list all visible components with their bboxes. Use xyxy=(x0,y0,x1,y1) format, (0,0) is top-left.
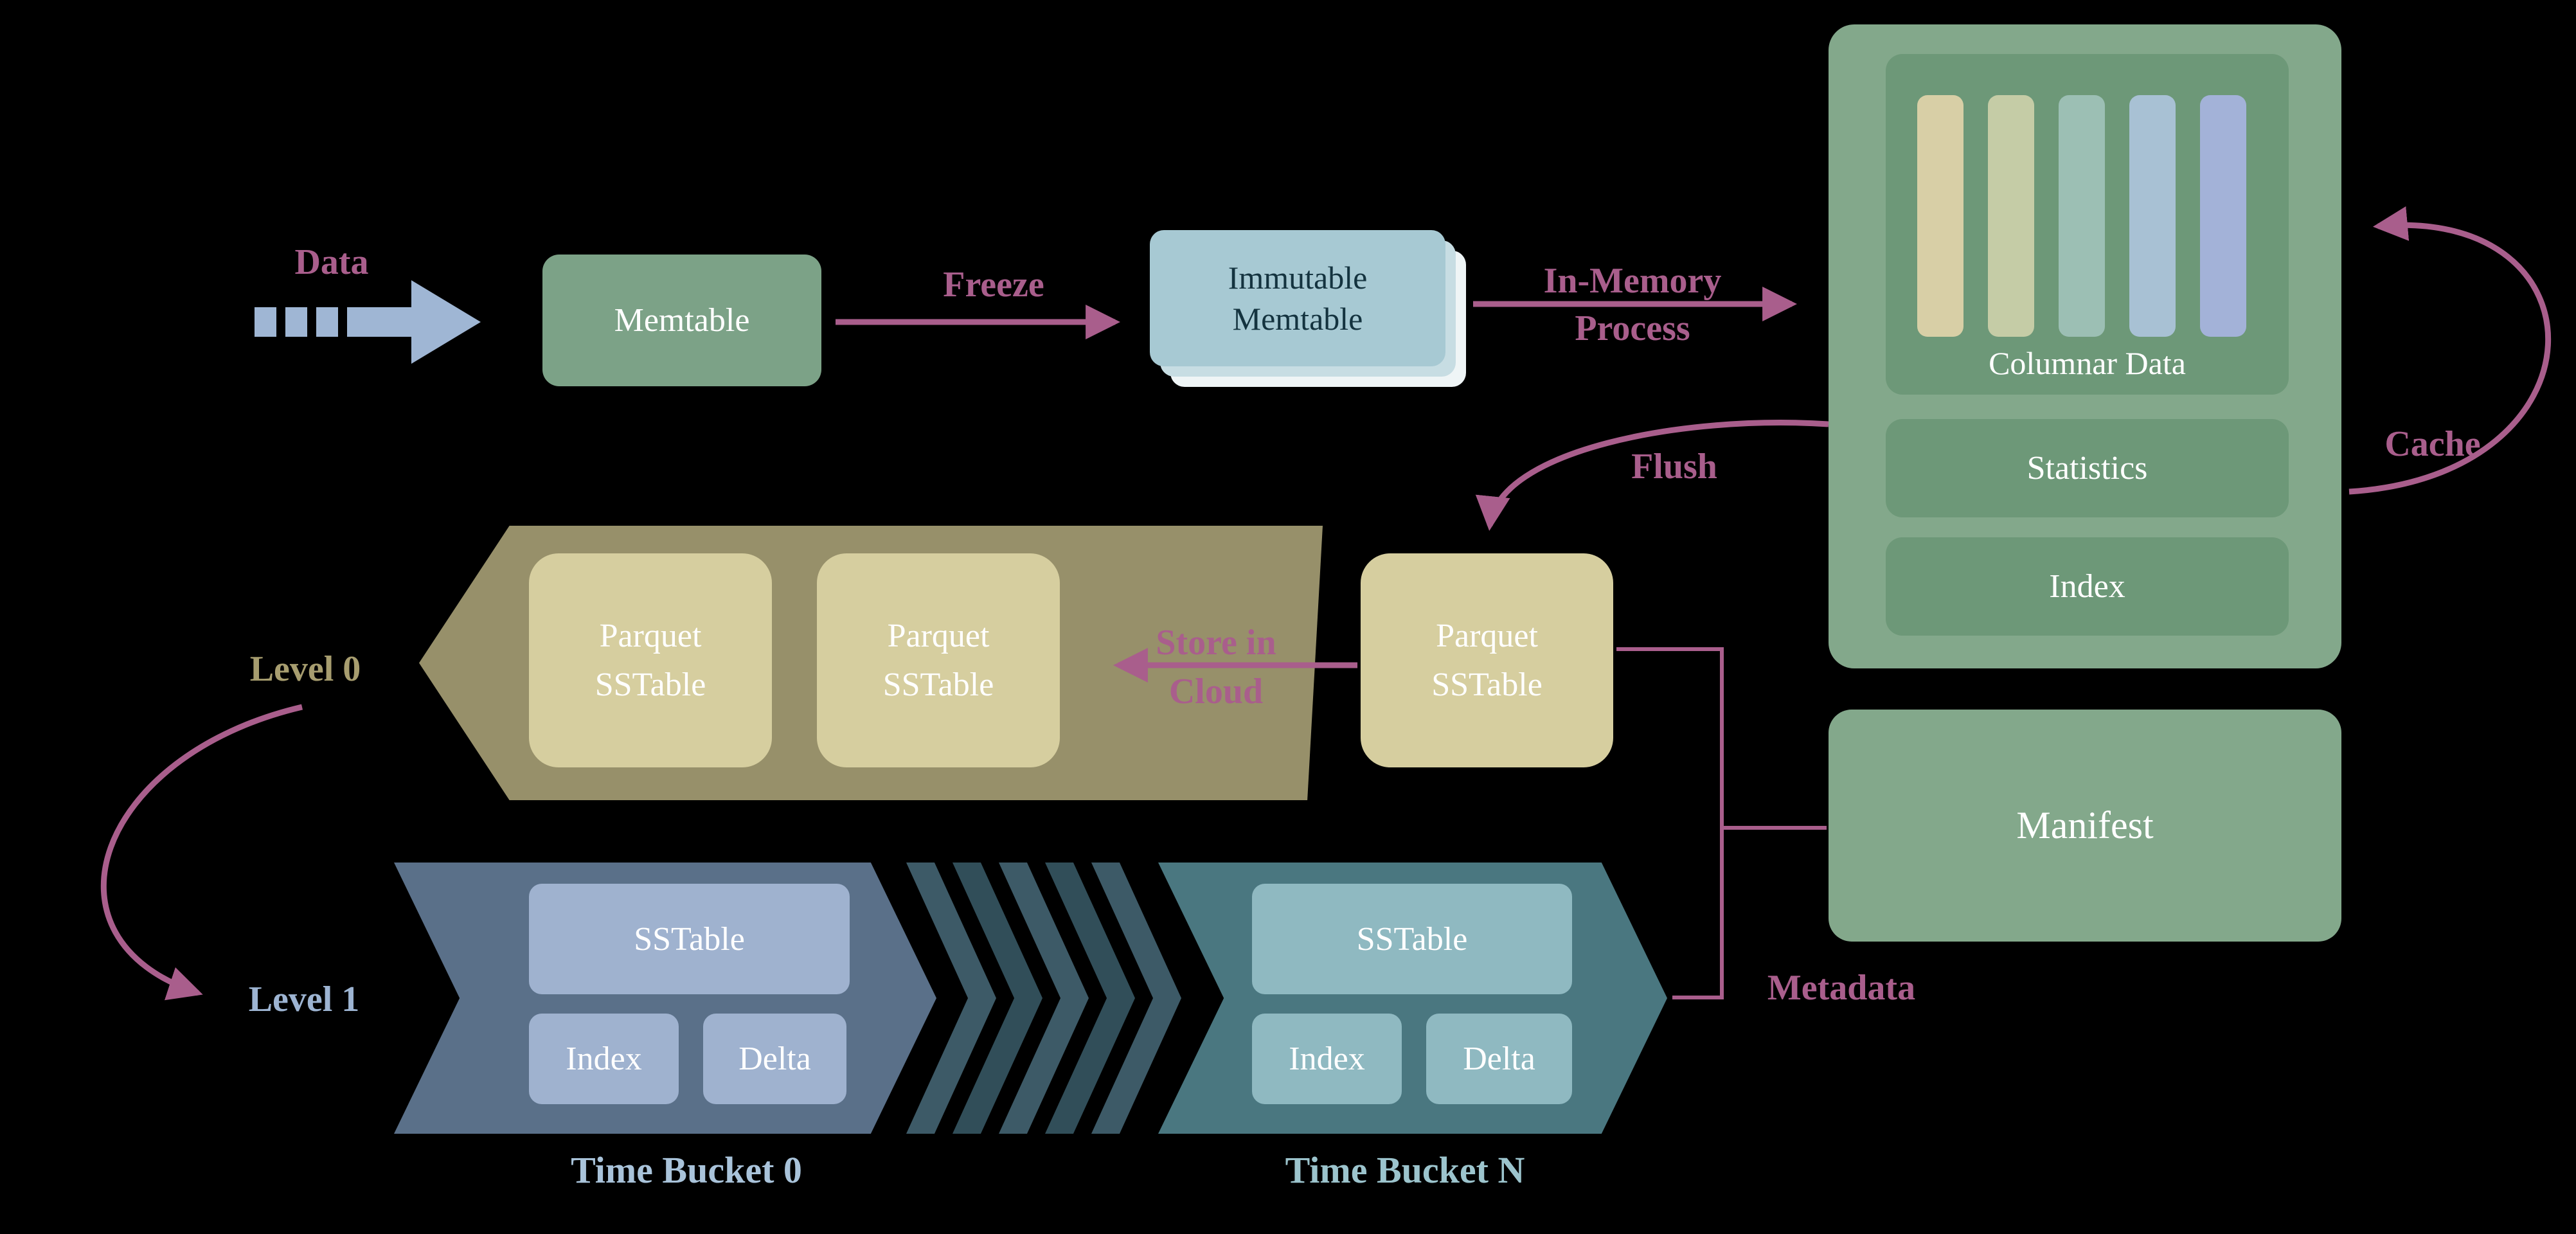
level0-to-level1-arrow xyxy=(100,704,303,1001)
statistics-box: Statistics xyxy=(1886,419,2289,517)
level0-label: Level 0 xyxy=(249,649,361,689)
freeze-label: Freeze xyxy=(943,265,1044,305)
columnar-data-panel: Columnar Data xyxy=(1886,54,2289,395)
parquet-sstable-flush-box: Parquet SSTable xyxy=(1361,553,1613,767)
store-in-cloud-label: Store in Cloud xyxy=(1120,618,1312,716)
data-ingest-arrow xyxy=(255,280,481,364)
label-line: In-Memory xyxy=(1543,261,1722,301)
bucket0-index-box: Index xyxy=(529,1014,679,1104)
cache-label: Cache xyxy=(2384,424,2481,464)
inmemory-process-label: In-Memory Process xyxy=(1498,257,1767,352)
bucket0-sstable-box: SSTable xyxy=(529,884,850,994)
bucketn-index-box: Index xyxy=(1252,1014,1402,1104)
label-line: Cloud xyxy=(1168,672,1264,711)
box-text: Parquet xyxy=(887,617,990,654)
column-bar xyxy=(2200,95,2246,337)
level1-label: Level 1 xyxy=(248,979,360,1019)
label-line: Store in xyxy=(1156,623,1276,663)
box-text: Parquet xyxy=(599,617,702,654)
bucket0-delta-box: Delta xyxy=(703,1014,846,1104)
box-text: Parquet xyxy=(1436,617,1538,654)
flush-label: Flush xyxy=(1631,447,1717,487)
column-bar xyxy=(2059,95,2105,337)
label-line: Process xyxy=(1575,308,1690,348)
bucketn-delta-box: Delta xyxy=(1426,1014,1572,1104)
flush-arrow xyxy=(1475,420,1829,532)
box-text: Immutable xyxy=(1228,260,1368,296)
time-bucket-0-caption: Time Bucket 0 xyxy=(571,1149,802,1191)
cache-loop-arrow xyxy=(2348,206,2552,495)
bucketn-sstable-box: SSTable xyxy=(1252,884,1572,994)
column-bar xyxy=(2129,95,2176,337)
time-bucket-n-caption: Time Bucket N xyxy=(1285,1149,1525,1191)
index-box: Index xyxy=(1886,537,2289,636)
data-label: Data xyxy=(294,242,369,282)
box-text: SSTable xyxy=(882,666,994,703)
metadata-bracket xyxy=(1616,647,1827,999)
column-bar xyxy=(1988,95,2034,337)
immutable-memtable-box: Immutable Memtable xyxy=(1150,230,1445,366)
parquet-sstable-box-1: Parquet SSTable xyxy=(529,553,772,767)
metadata-label: Metadata xyxy=(1767,968,1916,1008)
in-memory-store-panel: Columnar Data Statistics Index xyxy=(1829,24,2341,668)
parquet-sstable-box-2: Parquet SSTable xyxy=(817,553,1060,767)
box-text: SSTable xyxy=(1431,666,1543,703)
columnar-data-label: Columnar Data xyxy=(1989,345,2186,381)
memtable-box: Memtable xyxy=(542,255,821,386)
box-text: SSTable xyxy=(595,666,706,703)
column-bar xyxy=(1917,95,1963,337)
box-text: Memtable xyxy=(1232,301,1363,337)
manifest-box: Manifest xyxy=(1829,710,2341,942)
